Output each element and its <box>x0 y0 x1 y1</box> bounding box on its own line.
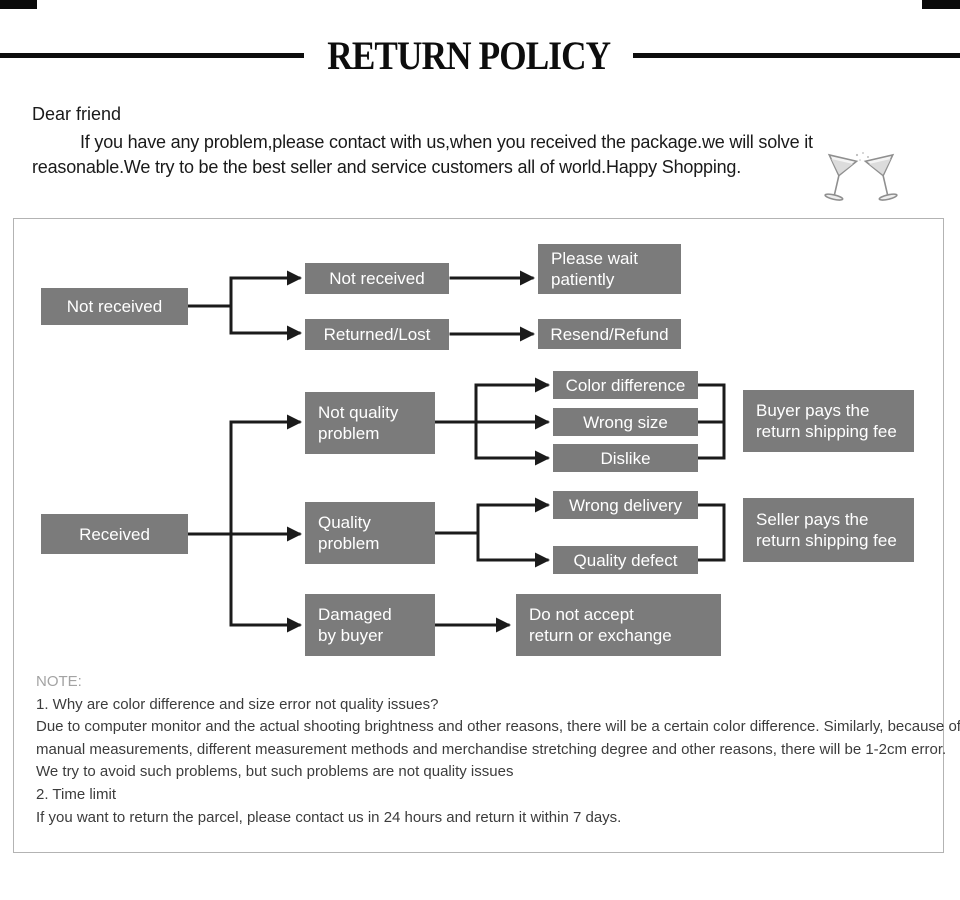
note-line: 2. Time limit <box>36 785 117 803</box>
node-quality-defect: Quality defect <box>553 546 698 574</box>
note-line: We try to avoid such problems, but such … <box>36 763 514 781</box>
node-received: Received <box>41 514 188 554</box>
title-divider-left <box>0 52 304 58</box>
note-line: 1. Why are color difference and size err… <box>36 695 439 713</box>
corner-mark-right <box>922 0 960 9</box>
page-title: RETURN POLICY <box>327 32 611 78</box>
node-do-not-accept: Do not accept return or exchange <box>516 594 721 656</box>
node-not-quality-problem: Not quality problem <box>305 392 435 454</box>
node-not-received: Not received <box>305 263 449 294</box>
node-color-difference: Color difference <box>553 371 698 399</box>
node-wrong-size: Wrong size <box>553 408 698 436</box>
node-returned-lost: Returned/Lost <box>305 319 449 350</box>
node-quality-problem: Quality problem <box>305 502 435 564</box>
node-buyer-pays: Buyer pays the return shipping fee <box>743 390 914 452</box>
note-heading: NOTE: <box>36 673 82 690</box>
title-divider-right <box>633 52 960 58</box>
greeting-text: Dear friend <box>32 104 122 124</box>
note-line: Due to computer monitor and the actual s… <box>36 718 960 736</box>
note-line: If you want to return the parcel, please… <box>36 808 622 826</box>
flowchart-connectors <box>186 270 726 633</box>
intro-paragraph: If you have any problem,please contact w… <box>32 132 813 177</box>
cocktail-glasses-icon <box>824 152 898 201</box>
node-not-received-root: Not received <box>41 288 188 325</box>
corner-mark-left <box>0 0 37 9</box>
node-please-wait: Please wait patiently <box>538 244 681 294</box>
flowchart-panel: Not received Not received Returned/Lost … <box>13 218 960 853</box>
node-damaged-by-buyer: Damaged by buyer <box>305 594 435 656</box>
node-seller-pays: Seller pays the return shipping fee <box>743 498 914 562</box>
note-section: NOTE: 1. Why are color difference and si… <box>36 671 960 829</box>
note-line: manual measurements, different measureme… <box>36 740 947 758</box>
node-dislike: Dislike <box>553 444 698 472</box>
title-bar: RETURN POLICY <box>0 30 960 80</box>
intro-section: Dear friend If you have any problem,plea… <box>32 104 932 201</box>
node-resend-refund: Resend/Refund <box>538 319 681 349</box>
node-wrong-delivery: Wrong delivery <box>553 491 698 519</box>
